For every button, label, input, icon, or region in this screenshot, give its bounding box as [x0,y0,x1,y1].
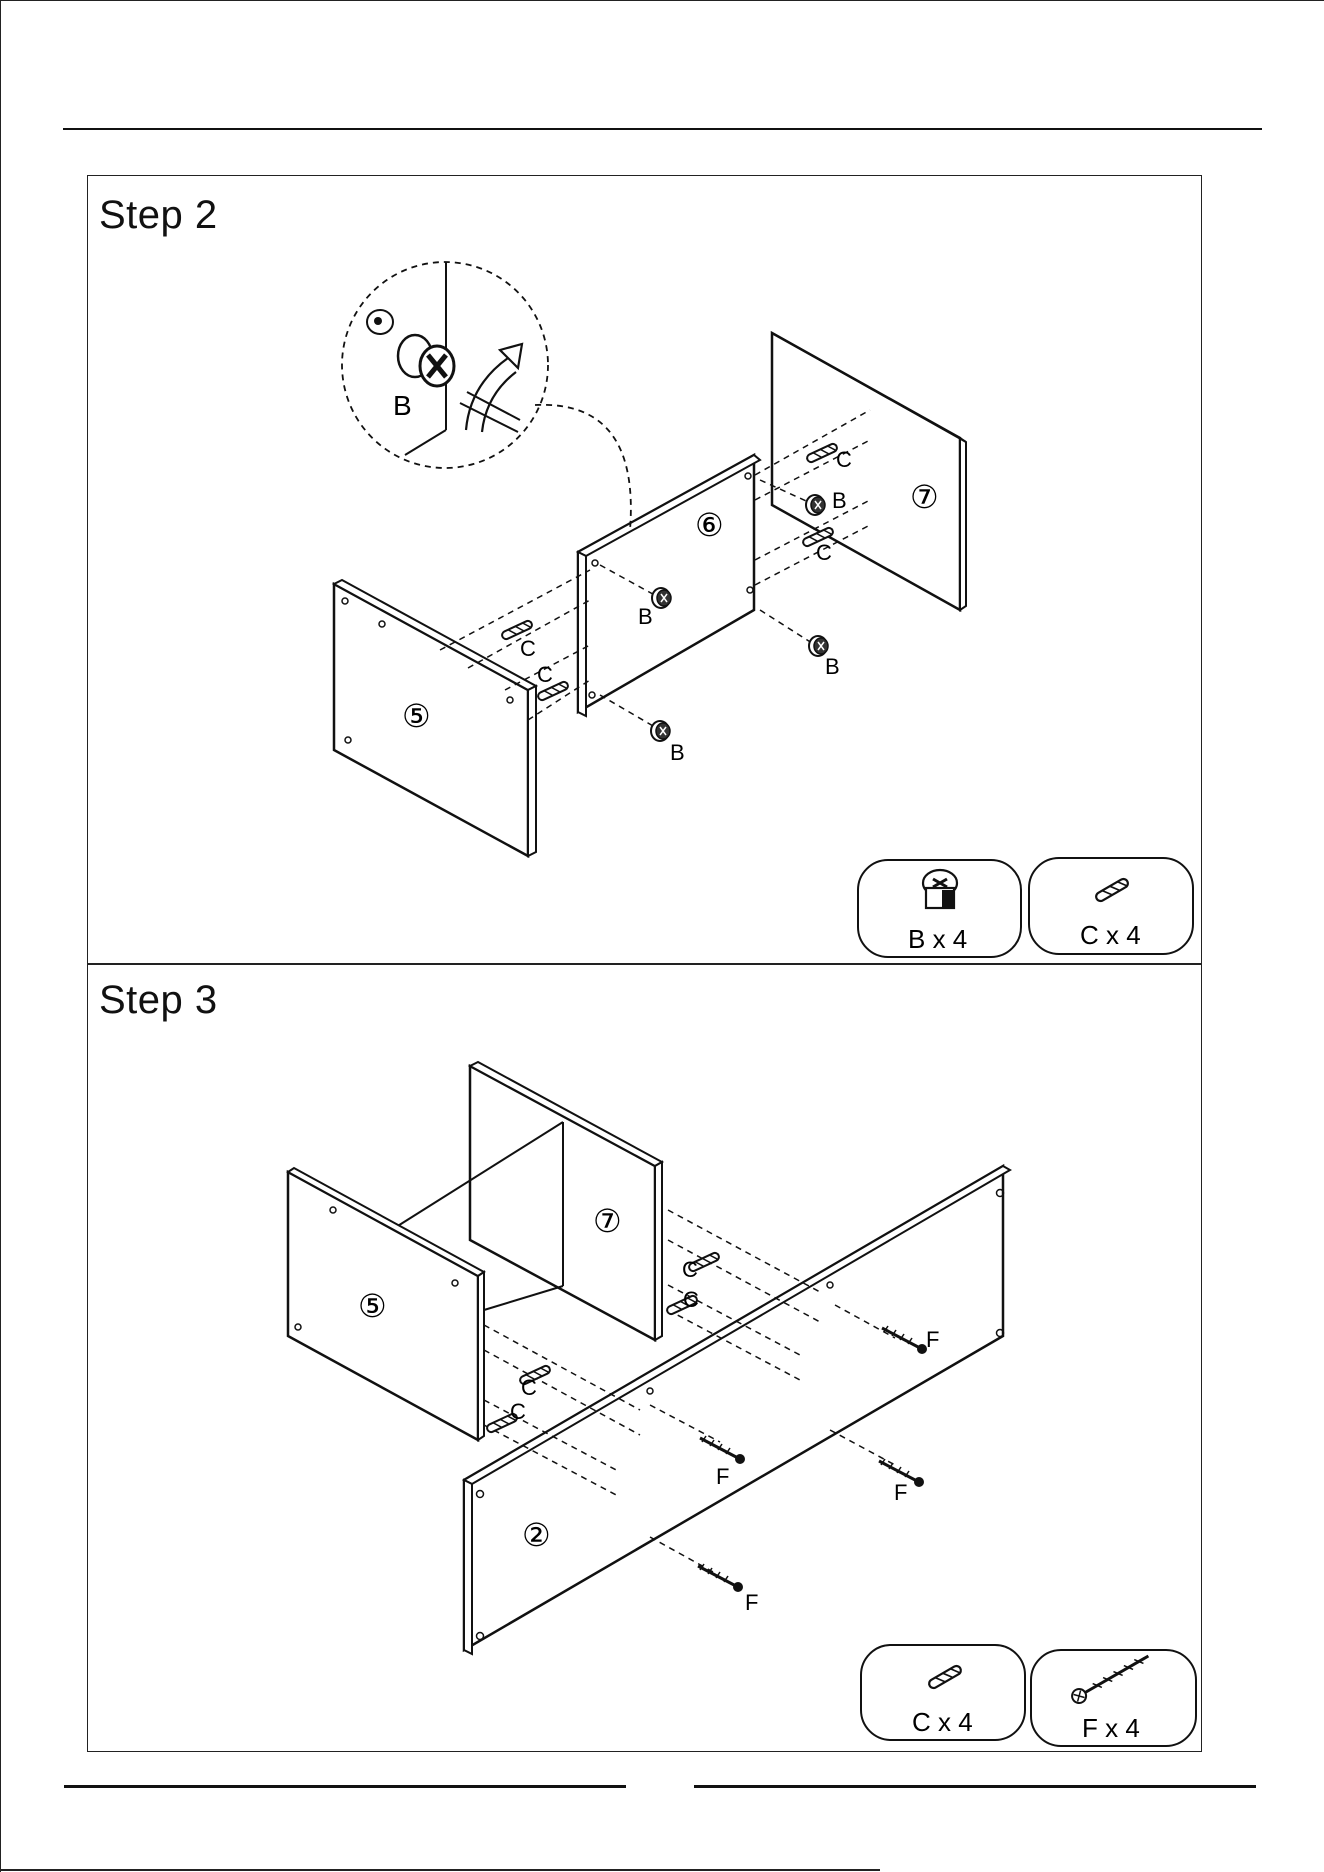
hardware-label-f: F [716,1464,729,1489]
step3-legend-screw: F x 4 [1031,1650,1196,1746]
hardware-label-c: C [682,1257,698,1282]
step2-panel-7 [772,333,966,610]
cam-lock-icon [651,721,670,741]
footer-rule-right [694,1785,1256,1788]
detail-callout-label: B [393,390,412,421]
hardware-label-c: C [683,1287,699,1312]
hardware-label-c: C [836,447,852,472]
hardware-label-f: F [745,1590,758,1615]
legend-label-b: B x 4 [908,924,967,954]
step2-detail-callout [342,262,631,530]
step2-legend-cam: B x 4 [858,860,1021,957]
legend-label-f: F x 4 [1082,1713,1140,1743]
hardware-label-b: B [670,740,685,765]
hardware-label-f: F [926,1327,939,1352]
part-label-2: ② [522,1517,551,1553]
part-label-7: ⑦ [593,1203,622,1239]
hardware-label-b: B [638,604,653,629]
hardware-label-c: C [520,636,536,661]
cam-lock-icon [809,636,828,656]
part-label-6: ⑥ [695,507,724,543]
step2-panel-5 [334,580,536,856]
part-label-5: ⑤ [402,698,431,734]
hardware-label-b: B [832,488,847,513]
legend-label-c: C x 4 [1080,920,1141,950]
cam-lock-icon [652,588,671,608]
step3-legend-dowel: C x 4 [861,1645,1025,1740]
hardware-label-b: B [825,654,840,679]
step2-panel-6 [578,455,760,716]
footer-rule-left [64,1785,626,1788]
hardware-label-c: C [521,1375,537,1400]
part-label-5: ⑤ [358,1288,387,1324]
part-label-7: ⑦ [910,479,939,515]
hardware-label-c: C [816,540,832,565]
cam-lock-icon [806,495,825,515]
step2-legend-dowel: C x 4 [1029,858,1193,954]
hardware-label-f: F [894,1480,907,1505]
hardware-label-c: C [510,1399,526,1424]
hardware-label-c: C [537,662,553,687]
legend-label-c: C x 4 [912,1707,973,1737]
screw-icon [698,1564,743,1592]
